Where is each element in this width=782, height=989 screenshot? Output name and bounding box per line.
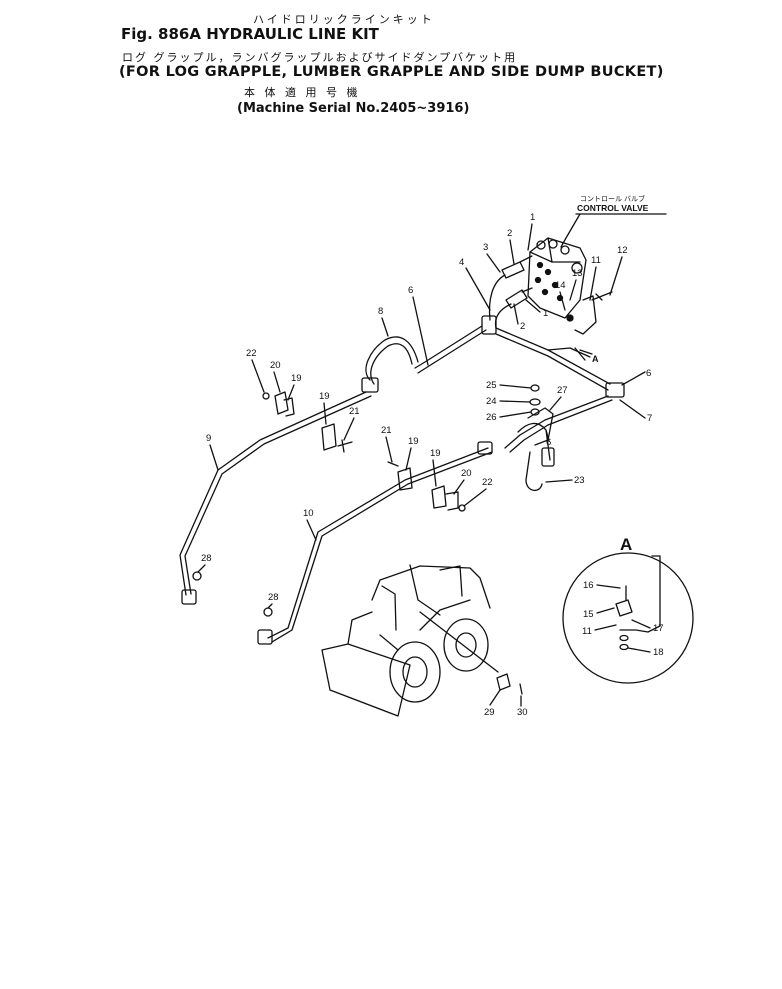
control-valve-jp: コントロール バルブ	[580, 194, 645, 203]
callout-1b: 1	[543, 308, 548, 319]
detail-circle	[562, 552, 694, 684]
callout-30: 30	[517, 707, 528, 718]
callout-2a: 2	[507, 228, 512, 239]
tube-block-right	[605, 382, 625, 398]
callout-22a: 22	[246, 348, 257, 359]
washer-24	[529, 398, 541, 406]
callout-19a: 19	[291, 373, 302, 384]
hose-23	[525, 451, 543, 491]
hose-8-left	[365, 336, 419, 381]
callout-9: 9	[206, 433, 211, 444]
callout-4: 4	[459, 257, 464, 268]
washer-25	[530, 384, 540, 392]
hose-4b	[494, 303, 512, 329]
callout-20a: 20	[270, 360, 281, 371]
detail-label: A	[620, 535, 632, 554]
callout-6b: 6	[646, 368, 651, 379]
callout-10: 10	[303, 508, 314, 519]
view-marker: A	[592, 354, 599, 364]
jp-title: ハイドロリックラインキット	[253, 13, 435, 26]
plate-29	[496, 673, 511, 691]
callout-19c: 19	[408, 436, 419, 447]
callout-22b: 22	[482, 477, 493, 488]
control-valve	[527, 237, 587, 322]
detail-callout-16: 16	[583, 580, 594, 591]
callout-2b: 2	[520, 321, 525, 332]
detail-callout-18: 18	[653, 647, 664, 658]
jp-serial: 本 体 適 用 号 機	[244, 86, 361, 99]
callout-28b: 28	[268, 592, 279, 603]
bracket-11	[574, 291, 613, 335]
callout-20b: 20	[461, 468, 472, 479]
hose-4	[488, 274, 506, 321]
callout-26: 26	[486, 412, 497, 423]
callout-25: 25	[486, 380, 497, 391]
callout-21b: 21	[381, 425, 392, 436]
jp-subtitle: ログ グラップル，ランバグラップルおよびサイドダンプバケット用	[122, 51, 518, 64]
valve-fittings	[501, 255, 533, 309]
callout-19b: 19	[319, 391, 330, 402]
callout-8: 8	[378, 306, 383, 317]
detail-callout-11: 11	[582, 626, 592, 637]
callout-21a: 21	[349, 406, 360, 417]
callout-12: 12	[617, 245, 628, 256]
tube-block-left	[361, 377, 379, 393]
callout-23: 23	[574, 475, 585, 486]
fitting-28-a	[192, 571, 202, 581]
callout-19d: 19	[430, 448, 441, 459]
clamp-mid	[387, 461, 466, 512]
callout-27: 27	[557, 385, 568, 396]
figure-title: Fig. 886A HYDRAULIC LINE KIT	[121, 25, 379, 43]
view-arrow-a	[574, 347, 593, 361]
control-valve-en: CONTROL VALVE	[577, 203, 649, 213]
callout-3: 3	[483, 242, 488, 253]
tube-6-left	[414, 325, 483, 369]
callout-28a: 28	[201, 553, 212, 564]
control-valve-leader	[560, 213, 581, 248]
detail-callout-17: 17	[653, 623, 664, 634]
tube-10	[267, 447, 489, 639]
serial-range: (Machine Serial No.2405~3916)	[237, 101, 470, 116]
bolt-30	[519, 683, 523, 695]
callout-29: 29	[484, 707, 495, 718]
tube-7	[504, 395, 609, 449]
callout-6c: 6	[546, 437, 551, 448]
callout-1a: 1	[530, 212, 535, 223]
part-callouts: 1 1 2 2 3 4 6 6 6 7 8 9 10 11 12 13 14 1…	[201, 212, 652, 718]
detail-callouts: 16 15 11 17 18	[582, 580, 664, 658]
tube-block-upper	[481, 315, 497, 335]
tube-10-end	[257, 629, 273, 645]
tube-block-mid	[477, 441, 493, 455]
tube-9	[179, 391, 367, 596]
en-subtitle: (FOR LOG GRAPPLE, LUMBER GRAPPLE AND SID…	[119, 64, 664, 80]
detail-bracket	[619, 555, 661, 633]
leader-lines	[197, 223, 646, 707]
callout-7: 7	[647, 413, 652, 424]
tube-9-end	[181, 589, 197, 605]
callout-11: 11	[591, 255, 601, 266]
clamp-left	[262, 391, 353, 453]
fitting-28-b	[263, 607, 273, 617]
callout-24: 24	[486, 396, 497, 407]
callout-14: 14	[555, 280, 566, 291]
callout-13: 13	[572, 268, 583, 279]
detail-callout-15: 15	[583, 609, 594, 620]
callout-6a: 6	[408, 285, 413, 296]
loader-illustration	[321, 564, 499, 717]
